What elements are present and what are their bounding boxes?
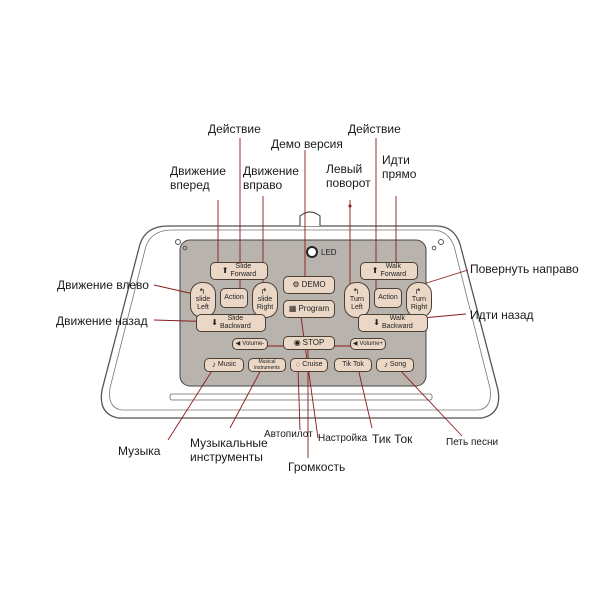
callout-left-turn: Левый поворот: [326, 162, 371, 190]
controller-body-inner: [109, 229, 491, 411]
song-button[interactable]: ♪Song: [376, 358, 414, 372]
callout-autopilot: Автопилот: [264, 429, 313, 440]
action-button-right[interactable]: Action: [374, 288, 402, 308]
cruise-button[interactable]: ◌Cruise: [290, 358, 328, 372]
slide-left-label: slide Left: [195, 296, 211, 311]
music-button[interactable]: ♪Music: [204, 358, 244, 372]
callout-walk-forward: Идти прямо: [382, 153, 417, 181]
callout-walk-backward: Идти назад: [470, 308, 534, 322]
musical-instruments-button[interactable]: Musical instruments: [248, 358, 286, 372]
turn-right-icon: ↱: [260, 287, 268, 296]
walk-backward-button[interactable]: ⬇Walk Backward: [358, 314, 428, 332]
arrow-down-icon: ⬇: [211, 318, 218, 327]
program-button[interactable]: ▦Program: [283, 300, 335, 318]
callout-instruments: Музыкальные инструменты: [190, 436, 268, 464]
bottom-slot: [169, 393, 433, 401]
slide-right-label: slide Right: [256, 296, 274, 311]
speaker-hole: [182, 245, 188, 251]
speaker-hole: [175, 239, 181, 245]
volume-minus-button[interactable]: ◀Volume-: [232, 338, 268, 350]
leader-dot: [348, 204, 352, 208]
cruise-icon: ◌: [295, 360, 301, 369]
stop-label: STOP: [302, 338, 325, 347]
leader-line: [229, 367, 263, 429]
callout-action-left: Действие: [208, 122, 261, 136]
music-note-icon: ♪: [383, 360, 388, 369]
callout-turn-right: Повернуть направо: [470, 262, 579, 276]
leader-line: [397, 367, 463, 437]
demo-button[interactable]: ⚙DEMO: [283, 276, 335, 294]
callout-backward: Движение назад: [56, 314, 148, 328]
stop-icon: ◉: [293, 338, 301, 347]
volume-minus-label: Volume-: [242, 341, 265, 347]
turn-left-button[interactable]: ↰Turn Left: [344, 282, 370, 318]
leader-line: [297, 367, 301, 431]
walk-backward-label: Walk Backward: [381, 315, 413, 330]
callout-settings: Настройка: [318, 433, 368, 444]
callout-music: Музыка: [118, 444, 161, 458]
turn-right-icon: ↱: [414, 287, 422, 296]
demo-label: DEMO: [301, 280, 326, 289]
volume-icon: ◀: [235, 341, 241, 347]
walk-forward-button[interactable]: ⬆Walk Forward: [360, 262, 418, 280]
action-left-label: Action: [224, 294, 244, 301]
arrow-down-icon: ⬇: [373, 318, 380, 327]
led-indicator: [306, 246, 318, 258]
callout-demo: Демо версия: [271, 137, 343, 151]
leader-line: [357, 367, 373, 429]
leader-lines: [153, 138, 469, 458]
callout-sing: Петь песни: [446, 437, 499, 448]
callout-tiktok: Тик Ток: [372, 432, 413, 446]
tiktok-button[interactable]: Tik Tok: [334, 358, 372, 372]
walk-forward-label: Walk Forward: [380, 263, 407, 278]
slide-backward-label: Slide Backward: [219, 315, 251, 330]
volume-plus-label: Volume+: [359, 341, 384, 347]
callout-volume: Громкость: [288, 460, 346, 474]
turn-right-label: Turn Right: [410, 296, 428, 311]
stop-button[interactable]: ◉STOP: [283, 336, 335, 350]
arrow-up-icon: ⬆: [221, 266, 229, 275]
leader-line: [167, 365, 216, 441]
cruise-label: Cruise: [302, 361, 323, 368]
program-icon: ▦: [288, 304, 297, 313]
program-label: Program: [298, 304, 330, 313]
turn-left-icon: ↰: [352, 287, 360, 296]
slide-backward-button[interactable]: ⬇Slide Backward: [196, 314, 266, 332]
music-note-icon: ♪: [211, 360, 216, 369]
speaker-hole: [431, 245, 437, 251]
slide-left-button[interactable]: ↰slide Left: [190, 282, 216, 318]
turn-right-button[interactable]: ↱Turn Right: [406, 282, 432, 318]
top-tab: [299, 211, 321, 226]
tiktok-label: Tik Tok: [342, 361, 364, 368]
callout-right-move: Движение вправо: [243, 164, 299, 192]
slide-right-button[interactable]: ↱slide Right: [252, 282, 278, 318]
led-label: LED: [321, 248, 337, 257]
arrow-up-icon: ⬆: [371, 266, 379, 275]
volume-plus-button[interactable]: ◀Volume+: [350, 338, 386, 350]
volume-icon: ◀: [352, 341, 358, 347]
action-right-label: Action: [378, 294, 398, 301]
song-label: Song: [389, 361, 407, 368]
music-label: Music: [217, 361, 237, 368]
turn-left-icon: ↰: [198, 287, 206, 296]
speaker-hole: [438, 239, 444, 245]
action-button-left[interactable]: Action: [220, 288, 248, 308]
slide-forward-label: Slide Forward: [230, 263, 257, 278]
slide-forward-button[interactable]: ⬆Slide Forward: [210, 262, 268, 280]
callout-left-move: Движение влево: [57, 278, 149, 292]
turn-left-label: Turn Left: [349, 296, 365, 311]
steering-wheel-icon: ⚙: [292, 280, 300, 289]
callout-forward: Движение вперед: [170, 164, 226, 192]
callout-action-right: Действие: [348, 122, 401, 136]
leader-line: [299, 309, 319, 439]
musical-instruments-label: Musical instruments: [254, 359, 280, 371]
